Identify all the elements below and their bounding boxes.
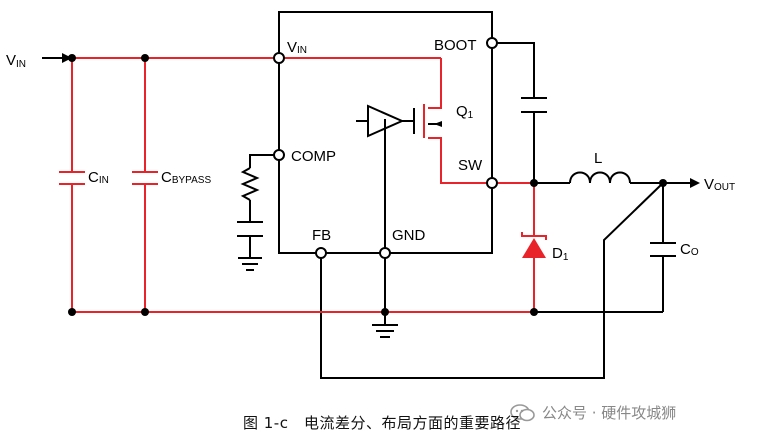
watermark: 公众号 · 硬件攻城狮 <box>510 402 676 423</box>
comp-pin-label: COMP <box>291 148 336 165</box>
gnd-pin-label: GND <box>392 227 426 244</box>
vout-arrow-icon <box>690 178 700 188</box>
junction-dots <box>68 54 667 316</box>
vin-label: VIN <box>6 52 26 70</box>
cbypass-label: CBYPASS <box>161 169 211 186</box>
d1-label: D1 <box>552 245 569 263</box>
inductor-label: L <box>594 150 602 167</box>
red-critical-path <box>71 57 535 313</box>
inductor <box>569 171 631 184</box>
vout-label: VOUT <box>704 176 735 193</box>
black-wires <box>42 42 690 379</box>
cbypass-capacitor <box>132 171 158 185</box>
fb-pin-label: FB <box>312 227 331 244</box>
diode-icon <box>522 238 546 258</box>
ic-vin-pin-label: VIN <box>287 39 307 56</box>
figure-caption: 图 1-c 电流差分、布局方面的重要路径 <box>243 414 521 432</box>
co-label: CO <box>680 241 699 258</box>
cin-capacitor <box>59 171 85 185</box>
q1-label: Q1 <box>456 103 474 121</box>
boot-capacitor <box>521 97 547 113</box>
cin-label: CIN <box>88 169 109 186</box>
ic-pins <box>273 37 498 259</box>
watermark-text: 公众号 · 硬件攻城狮 <box>542 404 677 422</box>
wechat-icon <box>510 403 535 421</box>
comp-ground-icon <box>238 257 262 271</box>
sw-pin-label: SW <box>458 157 483 174</box>
boot-pin-label: BOOT <box>434 37 477 54</box>
vin-arrow-icon <box>62 53 72 63</box>
comp-capacitor <box>237 221 263 237</box>
output-capacitor <box>650 242 676 257</box>
comp-resistor <box>240 167 260 201</box>
